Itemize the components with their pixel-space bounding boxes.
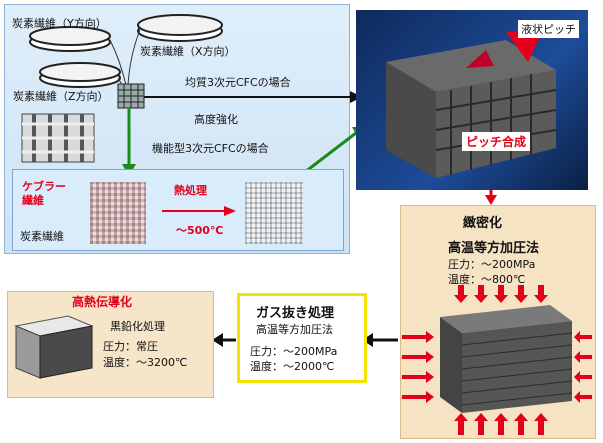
gas-temperature: 温度：～2000℃ — [250, 360, 335, 373]
pitch-synth-label: ピッチ合成 — [462, 132, 531, 151]
heat-title: 高熱伝導化 — [72, 295, 133, 309]
functional-label: 機能型3次元CFCの場合 — [152, 142, 269, 155]
carbon-label: 炭素繊維 — [20, 230, 64, 243]
bobbin-y — [29, 26, 111, 52]
graphite-block-icon — [14, 315, 94, 379]
heat-temperature: 温度：～3200℃ — [103, 356, 188, 369]
kevlar-weave-image — [90, 182, 146, 244]
liquid-pitch-label: 液状ピッチ — [518, 20, 579, 38]
isostatic-press-icon — [402, 285, 592, 435]
densify-temperature: 温度：～800℃ — [448, 273, 526, 286]
kevlar-label: ケブラー 繊維 — [22, 180, 66, 207]
fiber-z-label: 炭素繊維（Z方向） — [13, 90, 109, 103]
heat-treat-label: 熱処理 — [174, 184, 207, 197]
heat-pressure: 圧力：常圧 — [103, 340, 158, 353]
gas-method: 高温等方加圧法 — [256, 323, 333, 336]
enhance-label: 高度強化 — [194, 113, 238, 126]
degassing-panel — [237, 293, 367, 383]
densify-title: 緻密化 — [463, 216, 503, 231]
to-photo-arrow — [304, 131, 357, 174]
woven-preform-icon — [21, 113, 95, 163]
gas-title: ガス抜き処理 — [256, 306, 335, 321]
heat-process: 黒鉛化処理 — [110, 320, 165, 333]
gas-pressure: 圧力：～200MPa — [250, 345, 338, 358]
treated-weave-image — [245, 182, 303, 244]
bobbin-x — [137, 14, 223, 42]
densify-method: 高温等方加圧法 — [448, 241, 540, 256]
densify-pressure: 圧力：～200MPa — [448, 258, 536, 271]
bobbin-z — [39, 62, 121, 88]
fiber-y-label: 炭素繊維（Y方向） — [12, 17, 107, 30]
fiber-x-label: 炭素繊維（X方向） — [140, 45, 236, 58]
heat-temp-label: ～500℃ — [176, 224, 224, 237]
homog-label: 均質3次元CFCの場合 — [185, 76, 291, 89]
